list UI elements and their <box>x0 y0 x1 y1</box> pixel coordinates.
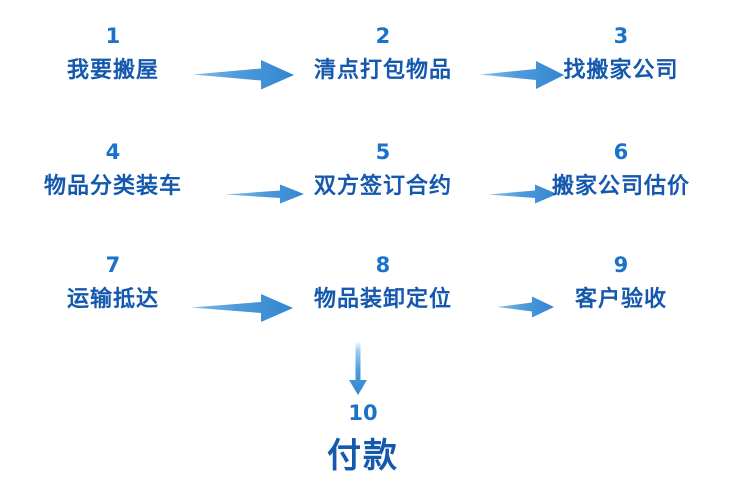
step-node-8[interactable]: 8 物品装卸定位 <box>314 255 452 312</box>
step-label-10: 付款 <box>327 436 399 476</box>
step-number-2: 2 <box>375 24 391 48</box>
arrow-2-to-3 <box>478 59 566 91</box>
step-number-8: 8 <box>375 253 391 277</box>
step-number-7: 7 <box>105 253 121 277</box>
step-node-2[interactable]: 2 清点打包物品 <box>314 26 452 83</box>
step-label-2: 清点打包物品 <box>313 58 453 83</box>
step-node-5[interactable]: 5 双方签订合约 <box>314 142 452 199</box>
step-node-6[interactable]: 6 搬家公司估价 <box>552 142 690 199</box>
arrow-8-to-9 <box>496 295 556 319</box>
arrow-8-to-10 <box>345 340 371 396</box>
step-node-4[interactable]: 4 物品分类装车 <box>44 142 182 199</box>
step-number-10: 10 <box>348 401 378 425</box>
step-label-9: 客户验收 <box>574 287 668 312</box>
step-node-9[interactable]: 9 客户验收 <box>575 255 667 312</box>
step-label-4: 物品分类装车 <box>43 174 183 199</box>
step-label-8: 物品装卸定位 <box>313 287 453 312</box>
step-node-1[interactable]: 1 我要搬屋 <box>67 26 159 83</box>
step-label-5: 双方签订合约 <box>313 174 453 199</box>
step-label-6: 搬家公司估价 <box>551 174 691 199</box>
arrow-1-to-2 <box>191 58 296 92</box>
step-node-10[interactable]: 10 付款 <box>327 403 399 475</box>
step-node-7[interactable]: 7 运输抵达 <box>67 255 159 312</box>
arrow-4-to-5 <box>224 183 306 205</box>
step-label-7: 运输抵达 <box>66 287 160 312</box>
arrow-7-to-8 <box>189 292 295 324</box>
step-number-1: 1 <box>105 24 121 48</box>
step-number-3: 3 <box>613 24 629 48</box>
step-number-6: 6 <box>613 140 629 164</box>
step-node-3[interactable]: 3 找搬家公司 <box>563 26 678 83</box>
step-label-1: 我要搬屋 <box>66 58 160 83</box>
step-number-5: 5 <box>375 140 391 164</box>
step-number-9: 9 <box>613 253 629 277</box>
step-label-3: 找搬家公司 <box>563 58 679 83</box>
arrow-5-to-6 <box>487 183 559 205</box>
step-number-4: 4 <box>105 140 121 164</box>
